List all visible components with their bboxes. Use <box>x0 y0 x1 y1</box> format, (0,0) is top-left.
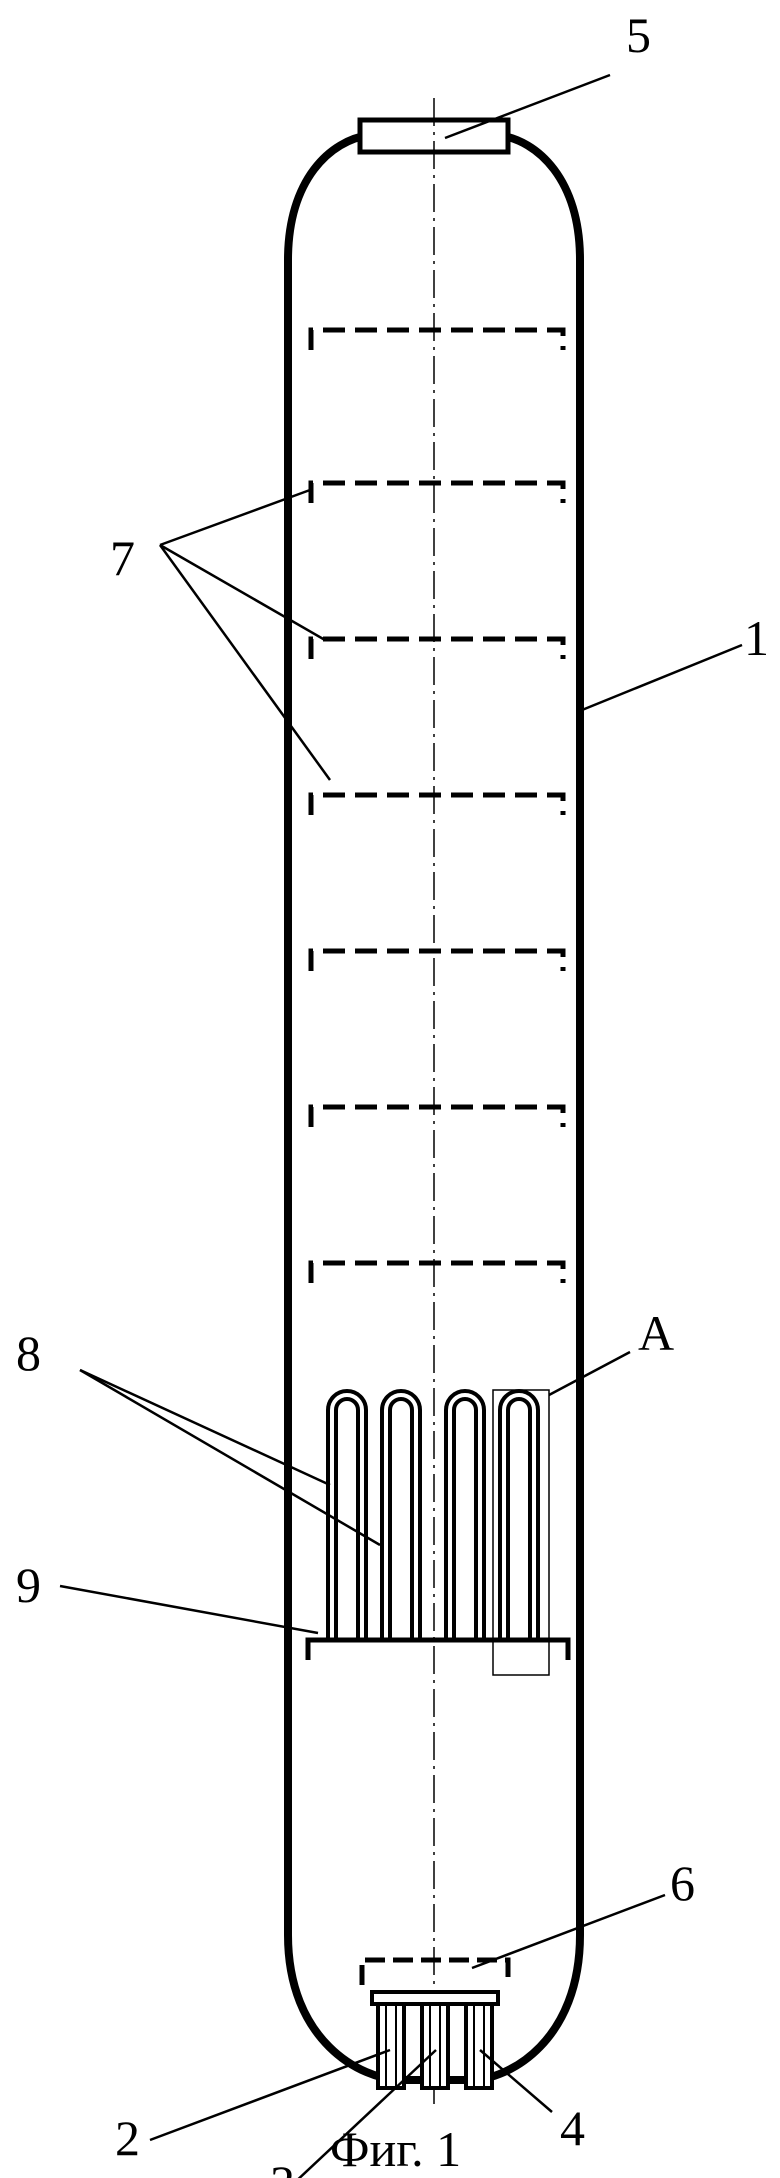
distributor <box>359 1957 511 1985</box>
label-3: 3 <box>270 2155 295 2178</box>
tray-4 <box>308 792 566 815</box>
u-tube-2-inner <box>388 1397 414 1640</box>
tube-sheet <box>305 1637 571 1660</box>
tray-1 <box>308 327 566 350</box>
leader-5 <box>444 73 611 140</box>
leader-1 <box>581 643 743 712</box>
u-tube-4-inner <box>506 1397 532 1640</box>
label-8: 8 <box>16 1325 41 1381</box>
u-tube-1-outer <box>326 1389 368 1640</box>
leader-8b <box>79 1368 381 1547</box>
label-4: 4 <box>560 2100 585 2156</box>
tube-bundle <box>326 1389 540 1640</box>
leader-3 <box>297 2049 437 2178</box>
tray-6 <box>308 1104 566 1127</box>
u-tube-2-outer <box>380 1389 422 1640</box>
leader-8a <box>79 1368 331 1487</box>
nozzle-2 <box>376 1998 406 2090</box>
label-a: A <box>638 1305 674 1361</box>
nozzle-header <box>370 1990 500 2006</box>
leader-7c <box>158 544 332 781</box>
u-tube-3-outer <box>444 1389 486 1640</box>
trays <box>308 327 566 1283</box>
nozzle-4 <box>464 1998 494 2090</box>
leader-a <box>548 1350 631 1397</box>
u-tube-1-inner <box>334 1397 360 1640</box>
leader-2 <box>149 2048 391 2142</box>
tray-2 <box>308 480 566 503</box>
u-tube-3-inner <box>452 1397 478 1640</box>
leader-lines <box>59 73 743 2178</box>
leader-7b <box>159 543 326 642</box>
leader-4 <box>479 2049 553 2113</box>
leader-6 <box>471 1893 666 1970</box>
vessel-shell <box>284 131 584 2084</box>
tray-3 <box>308 636 566 659</box>
detail-a-frame <box>492 1389 550 1676</box>
u-tube-4-outer <box>498 1389 540 1640</box>
leader-7a <box>159 488 311 547</box>
nozzle-3 <box>420 1998 450 2090</box>
label-9: 9 <box>16 1557 41 1613</box>
label-6: 6 <box>670 1855 695 1911</box>
label-1: 1 <box>744 610 769 666</box>
bottom-nozzle-inner <box>385 2000 485 2088</box>
label-7: 7 <box>110 530 135 586</box>
leader-9 <box>59 1584 319 1635</box>
figure-caption: Фиг. 1 <box>330 2121 461 2177</box>
label-5: 5 <box>626 7 651 63</box>
tray-5 <box>308 948 566 971</box>
label-2: 2 <box>115 2110 140 2166</box>
tray-7 <box>308 1260 566 1283</box>
